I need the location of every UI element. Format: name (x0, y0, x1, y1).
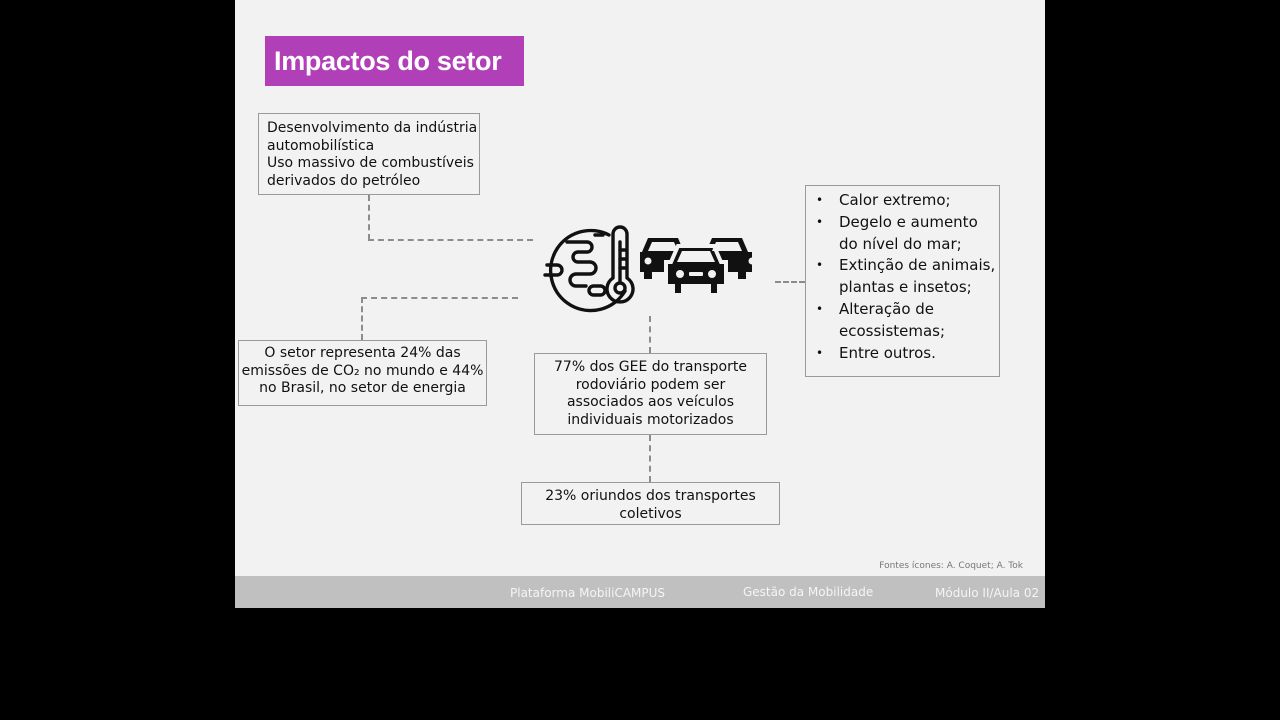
globe-thermometer-icon (543, 225, 635, 313)
collective-box: 23% oriundos dos transportes coletivos (521, 482, 780, 525)
cars-traffic-icon (638, 238, 756, 297)
subscript-two: ₂ (353, 362, 360, 379)
impact-item: • Extinção de animais, plantas e insetos; (806, 255, 999, 299)
gee-line: 77% dos GEE do transporte (554, 359, 747, 375)
connector-line (361, 297, 363, 340)
impact-item: • Entre outros. (806, 343, 999, 365)
impacts-list: • Calor extremo; • Degelo e aumento do níve… (806, 190, 999, 364)
impact-text: Calor extremo; (839, 191, 951, 209)
impact-item: • Alteração de ecossistemas; (806, 299, 999, 343)
connector-line (649, 435, 651, 482)
impact-text: Entre outros. (839, 343, 936, 362)
icons-group (543, 225, 759, 319)
footer-bar: Plataforma MobiliCAMPUS Gestão da Mobili… (235, 576, 1045, 608)
impact-text: plantas e insetos; (839, 278, 972, 297)
emissions-text: no mundo e 44% (359, 362, 484, 379)
industry-line: Uso massivo de combustíveis (267, 155, 474, 171)
impact-item: • Degelo e aumento do nível do mar; (806, 212, 999, 256)
connector-line (368, 195, 370, 240)
collective-line: 23% oriundos dos transportes (545, 488, 756, 504)
industry-box: Desenvolvimento da indústria automobilís… (258, 113, 480, 195)
slide: Impactos do setor Desenvolvimento da ind… (235, 0, 1045, 608)
gee-line: rodoviário podem ser (575, 376, 726, 393)
impact-text: Extinção de animais, (839, 256, 996, 275)
emissions-line: no Brasil, no setor de energia (259, 380, 466, 396)
gee-box: 77% dos GEE do transporte rodoviário pod… (534, 353, 767, 435)
emissions-line: emissões de CO₂ no mundo e 44% (239, 363, 486, 381)
footer-module: Módulo II/Aula 02 (935, 586, 1040, 600)
industry-line: derivados do petróleo (267, 172, 421, 189)
emissions-box: O setor representa 24% das emissões de C… (238, 340, 487, 406)
connector-line (649, 316, 651, 353)
connector-line (775, 281, 805, 283)
bullet-icon: • (816, 301, 824, 316)
gee-line: associados aos veículos (566, 394, 735, 410)
bullet-icon: • (816, 214, 824, 229)
bullet-icon: • (816, 345, 824, 360)
impact-item: • Calor extremo; (806, 190, 999, 212)
emissions-line: O setor representa 24% das (264, 345, 461, 361)
connector-line (368, 239, 533, 241)
impacts-box: • Calor extremo; • Degelo e aumento do níve… (805, 185, 1000, 377)
cars-icon-wrap (638, 232, 760, 304)
bullet-icon: • (816, 193, 824, 207)
collective-line: coletivos (619, 506, 682, 522)
footer-platform: Plataforma MobiliCAMPUS (510, 586, 666, 600)
gee-line: individuais motorizados (567, 411, 734, 428)
industry-line: Desenvolvimento da indústria (267, 120, 478, 136)
connector-line (361, 297, 518, 299)
impact-text: ecossistemas; (839, 321, 946, 340)
impact-text: do nível do mar; (839, 234, 962, 253)
slide-title: Impactos do setor (265, 36, 524, 86)
impact-text: Alteração de (839, 299, 935, 318)
footer-course: Gestão da Mobilidade (743, 585, 874, 599)
icon-sources-note: Fontes ícones: A. Coquet; A. Tok (879, 561, 1023, 571)
emissions-text: emissões de CO (241, 362, 354, 379)
bullet-icon: • (816, 258, 824, 273)
industry-line: automobilística (267, 137, 375, 154)
impact-text: Degelo e aumento (839, 212, 978, 231)
